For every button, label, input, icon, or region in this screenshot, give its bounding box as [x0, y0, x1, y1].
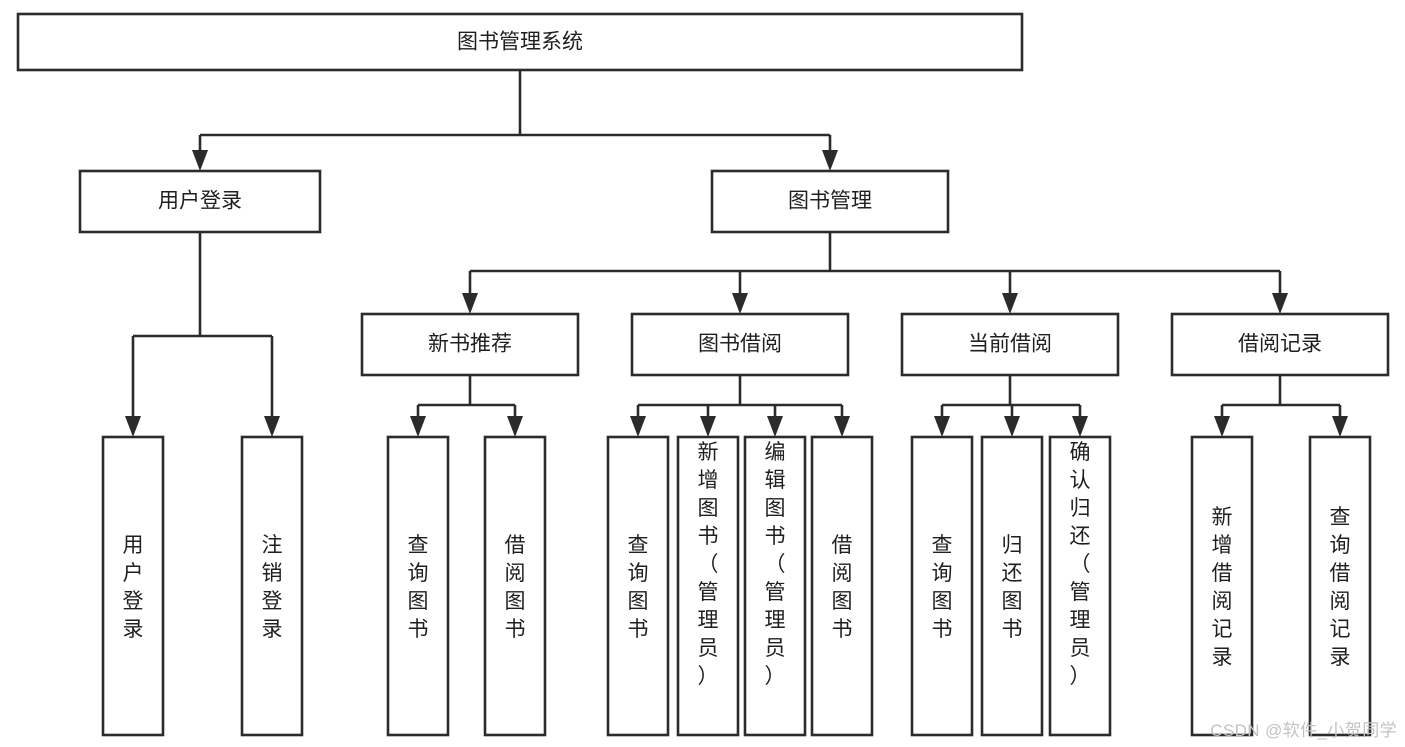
arrow-current-leaf-2 [1004, 416, 1020, 437]
arrow-bookmgmt-to-records [1272, 293, 1288, 314]
node-borrow-records[interactable]: 借阅记录 [1170, 312, 1390, 377]
arrow-borrow-leaf-3 [767, 416, 783, 437]
leaf-borrow-query-books[interactable]: 查询图书 [606, 435, 670, 737]
leaf-query-borrow-record-label: 查询借阅记录 [1330, 506, 1351, 669]
arrow-current-leaf-1 [934, 416, 950, 437]
arrow-root-to-book-mgmt [822, 150, 838, 171]
leaf-add-book-admin-box[interactable] [676, 435, 740, 737]
leaf-query-borrow-record-box[interactable] [1308, 435, 1372, 737]
node-book-borrow[interactable]: 图书借阅 [630, 312, 850, 377]
node-current-borrow[interactable]: 当前借阅 [900, 312, 1120, 377]
leaf-add-borrow-record-box[interactable] [1190, 435, 1254, 737]
arrow-newbook-leaf-2 [507, 416, 523, 437]
node-root-label: 图书管理系统 [457, 31, 583, 54]
leaf-logout[interactable]: 注销登录 [240, 435, 304, 737]
node-root[interactable]: 图书管理系统 [16, 12, 1024, 72]
arrow-records-leaf-1 [1214, 416, 1230, 437]
leaf-return-books-label: 归还图书 [1002, 534, 1023, 641]
node-new-book-recommend-box[interactable] [360, 312, 580, 377]
node-borrow-records-box[interactable] [1170, 312, 1390, 377]
node-book-borrow-label: 图书借阅 [698, 333, 782, 356]
node-book-management[interactable]: 图书管理 [710, 169, 950, 234]
arrow-current-leaf-3 [1072, 416, 1088, 437]
arrow-userlogin-leaf-2 [264, 416, 280, 437]
leaf-borrow-books[interactable]: 借阅图书 [810, 435, 874, 737]
node-book-borrow-box[interactable] [630, 312, 850, 377]
leaf-add-book-admin-label: 新增图书（管理员） [698, 441, 719, 688]
leaf-current-query-books[interactable]: 查询图书 [910, 435, 974, 737]
leaf-confirm-return-admin[interactable]: 确认归还（管理员） [1048, 435, 1112, 737]
node-user-login-label: 用户登录 [158, 190, 242, 213]
arrow-newbook-leaf-1 [410, 416, 426, 437]
leaf-edit-book-admin-box[interactable] [743, 435, 807, 737]
arrow-borrow-leaf-1 [630, 416, 646, 437]
leaf-edit-book-admin[interactable]: 编辑图书（管理员） [743, 435, 807, 737]
connector-layer [125, 70, 1348, 437]
node-book-management-label: 图书管理 [788, 190, 872, 213]
leaf-borrow-books-box[interactable] [810, 435, 874, 737]
node-user-login[interactable]: 用户登录 [78, 169, 322, 234]
arrow-borrow-leaf-2 [700, 416, 716, 437]
leaf-add-borrow-record-label: 新增借阅记录 [1212, 506, 1233, 669]
leaf-logout-label: 注销登录 [262, 534, 283, 641]
leaf-newbook-borrow-books[interactable]: 借阅图书 [483, 435, 547, 737]
node-user-login-box[interactable] [78, 169, 322, 234]
node-new-book-recommend[interactable]: 新书推荐 [360, 312, 580, 377]
leaf-return-books[interactable]: 归还图书 [980, 435, 1044, 737]
leaf-query-borrow-record[interactable]: 查询借阅记录 [1308, 435, 1372, 737]
arrow-root-to-user-login [192, 150, 208, 171]
leaf-newbook-query-books-box[interactable] [386, 435, 450, 737]
leaf-logout-box[interactable] [240, 435, 304, 737]
leaf-user-login-box[interactable] [101, 435, 165, 737]
leaf-user-login[interactable]: 用户登录 [101, 435, 165, 737]
node-current-borrow-label: 当前借阅 [968, 333, 1052, 356]
leaf-add-book-admin[interactable]: 新增图书（管理员） [676, 435, 740, 737]
arrow-bookmgmt-to-current [1002, 293, 1018, 314]
leaf-confirm-return-admin-label: 确认归还（管理员） [1070, 441, 1091, 688]
arrow-userlogin-leaf-1 [125, 416, 141, 437]
leaf-return-books-box[interactable] [980, 435, 1044, 737]
leaf-newbook-borrow-books-label: 借阅图书 [505, 534, 526, 641]
node-new-book-recommend-label: 新书推荐 [428, 333, 512, 356]
node-current-borrow-box[interactable] [900, 312, 1120, 377]
leaf-add-borrow-record[interactable]: 新增借阅记录 [1190, 435, 1254, 737]
arrow-bookmgmt-to-borrow [732, 293, 748, 314]
leaf-user-login-label: 用户登录 [123, 534, 144, 641]
node-borrow-records-label: 借阅记录 [1238, 333, 1322, 356]
leaf-newbook-query-books-label: 查询图书 [408, 534, 429, 641]
leaf-newbook-query-books[interactable]: 查询图书 [386, 435, 450, 737]
leaf-newbook-borrow-books-box[interactable] [483, 435, 547, 737]
leaf-current-query-books-box[interactable] [910, 435, 974, 737]
node-root-box[interactable] [16, 12, 1024, 72]
arrow-bookmgmt-to-newbook [462, 293, 478, 314]
leaf-borrow-query-books-box[interactable] [606, 435, 670, 737]
leaf-edit-book-admin-label: 编辑图书（管理员） [765, 441, 786, 688]
arrow-records-leaf-2 [1332, 416, 1348, 437]
leaf-confirm-return-admin-box[interactable] [1048, 435, 1112, 737]
leaf-current-query-books-label: 查询图书 [932, 534, 953, 641]
arrow-borrow-leaf-4 [834, 416, 850, 437]
node-book-management-box[interactable] [710, 169, 950, 234]
leaf-borrow-books-label: 借阅图书 [832, 534, 853, 641]
leaf-borrow-query-books-label: 查询图书 [628, 534, 649, 641]
